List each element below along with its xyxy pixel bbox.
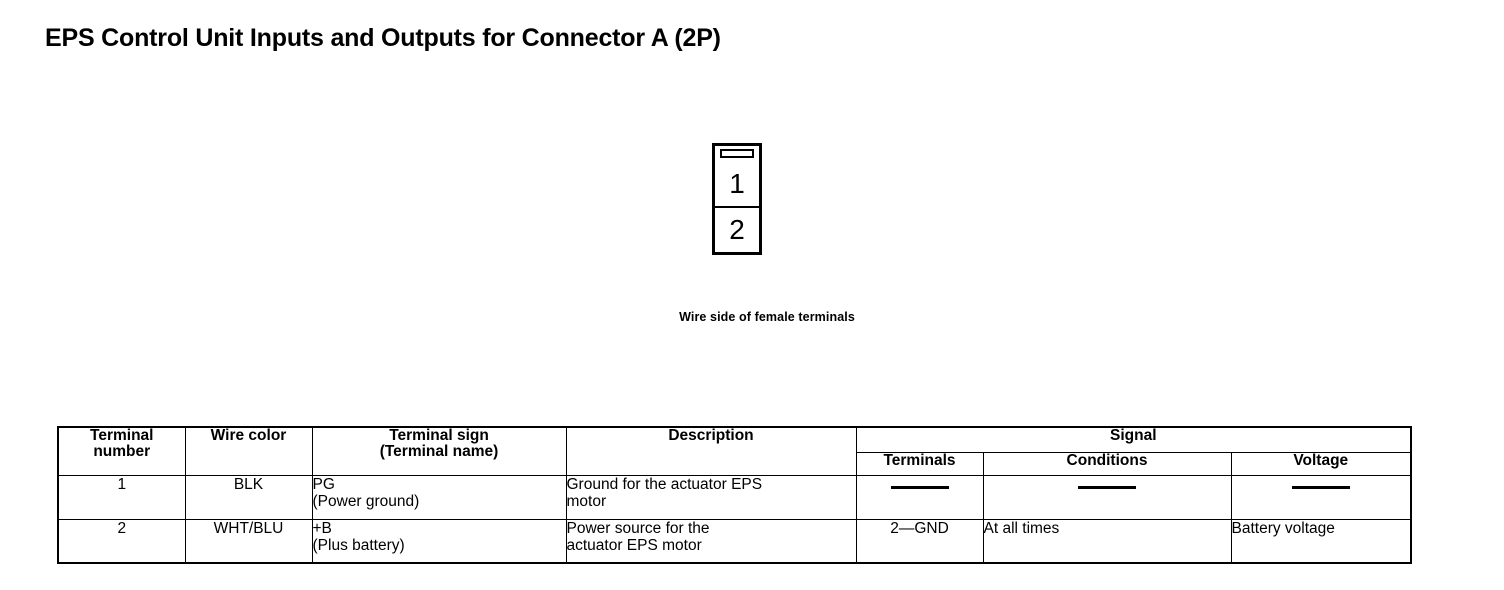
- cell-signal-voltage: Battery voltage: [1230, 518, 1412, 564]
- cell-terminal-sign-line1: PG: [312, 475, 335, 493]
- eps-connector-io-table: Terminal number Wire color Terminal sign…: [57, 426, 1413, 564]
- io-table-container: Terminal number Wire color Terminal sign…: [57, 426, 1413, 564]
- cell-description-line1: Power source for the: [566, 519, 710, 537]
- figure-caption: Wire side of female terminals: [679, 310, 855, 324]
- col-header-signal-group: Signal: [855, 426, 1412, 453]
- cell-wire-color: WHT/BLU: [184, 518, 313, 564]
- connector-terminal-1: 1: [729, 168, 745, 199]
- col-header-signal-conditions: Conditions: [982, 451, 1232, 476]
- table-row: 1 BLK PG (Power ground) Ground for the a…: [57, 474, 1412, 520]
- cell-terminal-sign-line2: (Plus battery): [312, 536, 405, 554]
- col-header-wire-color-label: Wire color: [210, 427, 287, 444]
- col-header-signal-voltage: Voltage: [1230, 451, 1412, 476]
- table-header-row-2: Terminals Conditions Voltage: [58, 451, 1412, 476]
- col-header-signal-voltage-label: Voltage: [1293, 451, 1349, 469]
- col-header-terminal-number-line2: number: [93, 443, 151, 461]
- cell-signal-terminals: 2—GND: [855, 518, 984, 564]
- col-header-terminal-sign: Terminal sign (Terminal name): [311, 426, 567, 476]
- col-header-description: Description: [565, 426, 857, 476]
- cell-terminal-number: 1: [57, 474, 186, 520]
- cell-terminal-number: 2: [57, 518, 186, 564]
- cell-signal-voltage: [1230, 474, 1412, 520]
- col-header-terminal-number: Terminal number: [57, 426, 186, 476]
- col-header-wire-color: Wire color: [184, 426, 313, 476]
- connector-diagram: 1 2: [712, 143, 762, 255]
- cell-signal-conditions: [982, 474, 1232, 520]
- col-header-signal-conditions-label: Conditions: [1066, 451, 1148, 469]
- col-header-description-label: Description: [668, 427, 754, 444]
- figure-caption-row: Wire side of female terminals: [0, 310, 1504, 324]
- table-header-row-1: Terminal number Wire color Terminal sign…: [57, 426, 1412, 476]
- page-title: EPS Control Unit Inputs and Outputs for …: [45, 24, 721, 52]
- empty-value-dash-icon: [1291, 485, 1350, 489]
- col-header-terminal-sign-line2: (Terminal name): [379, 443, 499, 461]
- col-header-terminal-sign-line1: Terminal sign: [389, 427, 489, 444]
- cell-wire-color: BLK: [184, 474, 313, 520]
- cell-signal-terminals: [855, 474, 984, 520]
- cell-terminal-sign: PG (Power ground): [311, 474, 567, 520]
- cell-description-line1: Ground for the actuator EPS: [566, 475, 763, 493]
- col-header-signal-label: Signal: [1110, 427, 1157, 444]
- connector-body: 1 2: [712, 143, 762, 255]
- cell-terminal-sign-line2: (Power ground): [312, 492, 420, 510]
- empty-value-dash-icon: [890, 485, 949, 489]
- cell-description: Ground for the actuator EPS motor: [565, 474, 857, 520]
- cell-description-line2: motor: [566, 492, 607, 510]
- connector-latch-tab: [720, 149, 754, 158]
- col-header-signal-terminals: Terminals: [855, 451, 984, 476]
- empty-value-dash-icon: [1078, 485, 1136, 489]
- cell-description-line2: actuator EPS motor: [566, 536, 702, 554]
- connector-terminal-cells: 1 2: [715, 162, 759, 252]
- cell-description: Power source for the actuator EPS motor: [565, 518, 857, 564]
- connector-terminal-2: 2: [715, 206, 759, 252]
- table-row: 2 WHT/BLU +B (Plus battery) Power source…: [57, 518, 1412, 564]
- cell-terminal-sign-line1: +B: [312, 519, 332, 537]
- col-header-signal-terminals-label: Terminals: [883, 451, 956, 469]
- cell-signal-conditions: At all times: [982, 518, 1232, 564]
- cell-terminal-sign: +B (Plus battery): [311, 518, 567, 564]
- col-header-terminal-number-line1: Terminal: [90, 427, 154, 444]
